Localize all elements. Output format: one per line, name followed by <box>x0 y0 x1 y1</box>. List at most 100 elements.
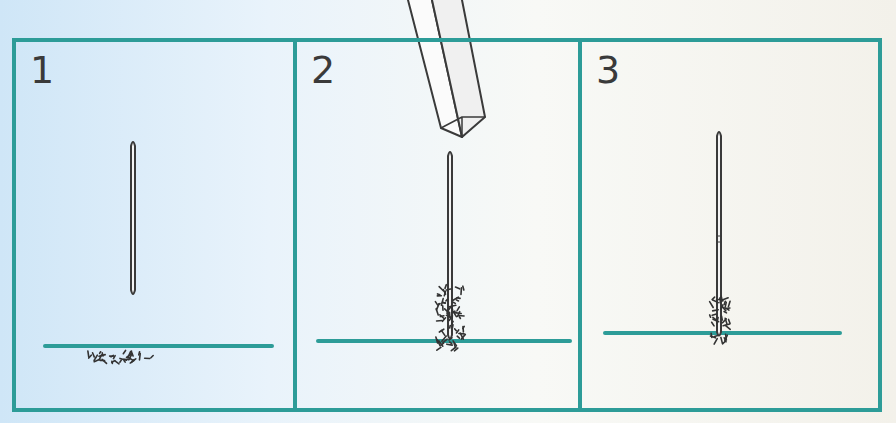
iron-filing <box>447 307 450 311</box>
iron-filing <box>449 305 456 306</box>
iron-filing <box>145 357 150 359</box>
iron-filing <box>449 338 452 340</box>
panel-frame: 3 <box>578 38 882 412</box>
magnet-bar <box>432 0 485 137</box>
panel-number: 1 <box>30 50 54 92</box>
panel-number: 2 <box>311 50 335 92</box>
iron-filing <box>457 307 459 311</box>
iron-filing <box>450 342 452 344</box>
iron-filing <box>717 318 718 324</box>
iron-filing <box>115 361 119 364</box>
iron-filing <box>442 306 444 310</box>
iron-filing <box>728 301 730 306</box>
panel-number: 3 <box>596 50 620 92</box>
iron-filing <box>460 333 463 339</box>
iron-filing <box>437 320 442 322</box>
iron-filing <box>725 334 727 340</box>
iron-filing <box>112 361 115 363</box>
iron-filing <box>437 295 441 297</box>
panel-frame: 2 <box>293 38 582 412</box>
iron-filing <box>459 317 460 319</box>
iron-filing <box>725 335 728 341</box>
iron-filing <box>713 317 716 319</box>
iron-filing <box>459 315 464 317</box>
iron-filing <box>456 300 458 301</box>
iron-filing <box>445 285 446 289</box>
iron-filing <box>712 297 714 299</box>
iron-filing <box>100 352 101 354</box>
iron-filing <box>455 287 459 289</box>
iron-filing <box>722 298 729 300</box>
iron-filing <box>709 315 712 317</box>
iron-filing <box>457 297 460 299</box>
ground-line <box>605 331 840 335</box>
iron-filing <box>139 354 141 360</box>
illustration-group <box>45 0 840 346</box>
iron-filing <box>447 343 452 346</box>
iron-filing <box>457 336 459 338</box>
iron-filing <box>452 321 453 323</box>
iron-filing <box>447 312 449 314</box>
iron-filing <box>714 339 717 344</box>
iron-filing <box>454 312 461 315</box>
panel-frame: 1 <box>12 38 297 412</box>
iron-filing <box>449 312 451 317</box>
iron-filing <box>712 322 714 326</box>
iron-filing <box>436 337 438 343</box>
iron-filing <box>110 355 114 357</box>
iron-filing <box>724 312 726 313</box>
iron-filing <box>151 356 153 358</box>
iron-filing <box>455 329 457 331</box>
iron-filing <box>446 299 447 301</box>
iron-filing <box>454 311 457 313</box>
iron-filing <box>440 315 444 319</box>
iron-filing <box>94 355 97 360</box>
iron-filing <box>710 336 715 338</box>
iron-filing <box>129 354 132 360</box>
ground-line <box>45 344 272 348</box>
iron-filing <box>453 302 455 303</box>
needle-shading <box>718 236 721 242</box>
iron-filing <box>449 325 451 328</box>
iron-filing <box>723 307 726 311</box>
iron-filing <box>130 359 136 363</box>
iron-filing <box>443 302 446 304</box>
iron-filings <box>88 285 730 364</box>
iron-filing <box>446 288 450 291</box>
iron-filing <box>443 289 445 294</box>
iron-filing <box>463 286 464 290</box>
iron-filing <box>123 350 125 353</box>
iron-filing <box>460 288 462 295</box>
iron-filing <box>435 302 437 305</box>
iron-filing <box>725 302 727 306</box>
iron-filing <box>713 310 719 311</box>
iron-filing <box>99 355 101 360</box>
needle <box>448 152 452 339</box>
iron-filing <box>443 339 447 343</box>
iron-filing <box>462 326 464 331</box>
iron-filing <box>441 343 444 345</box>
iron-filing <box>120 360 122 362</box>
needle <box>717 132 721 336</box>
iron-filing <box>439 329 443 332</box>
iron-filing <box>102 359 106 363</box>
iron-filing <box>451 347 456 351</box>
iron-filing <box>111 361 113 363</box>
iron-filing <box>93 353 95 357</box>
iron-filing <box>712 314 716 315</box>
iron-filing <box>87 351 89 357</box>
iron-filing <box>729 319 730 323</box>
iron-filing <box>721 337 723 343</box>
iron-filing <box>725 325 730 329</box>
magnet-end <box>441 117 485 137</box>
iron-filing <box>120 358 126 360</box>
iron-filing <box>452 325 454 327</box>
iron-filing <box>439 287 443 291</box>
iron-filing <box>723 319 727 323</box>
needle <box>131 142 135 294</box>
iron-filing <box>710 302 714 308</box>
iron-filing <box>463 326 464 328</box>
iron-filing <box>130 351 132 354</box>
